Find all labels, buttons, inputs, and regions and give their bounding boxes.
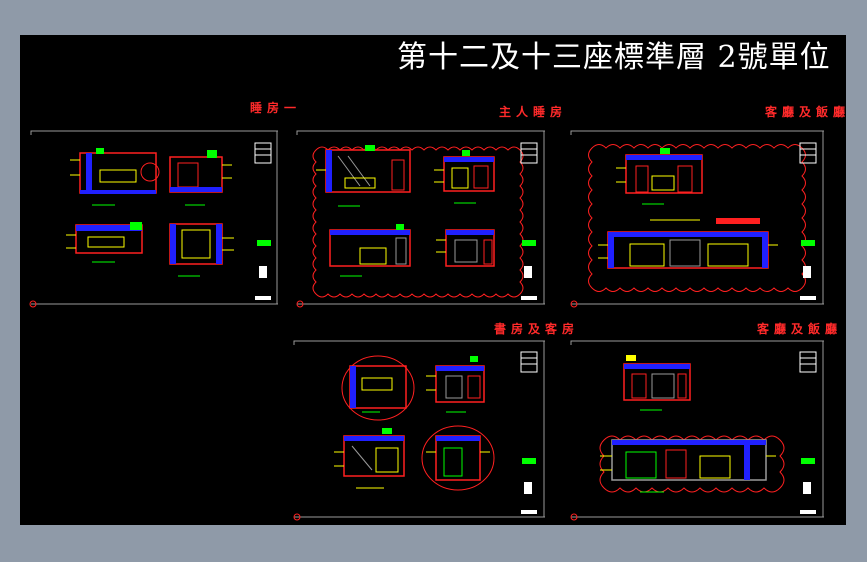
elevation-group-master-bedroom [316, 142, 538, 300]
elevation-group-study-guest [334, 351, 538, 514]
sheet-title-living-dining-2: 客廳及飯廳 [757, 322, 843, 336]
sheet-frame-master-bedroom [296, 130, 545, 308]
drawing-title: 第十二及十三座標準層 2號單位 [397, 40, 831, 75]
sheet-frame-bedroom-1 [29, 130, 278, 308]
sheet-title-bedroom-1: 睡房一 [250, 101, 302, 115]
sheet-title-master-bedroom: 主人睡房 [499, 105, 568, 119]
revision-cloud-living-1 [588, 144, 806, 292]
sheet-frame-study-guest [293, 340, 545, 521]
revision-cloud-master [312, 146, 524, 298]
elevation-group-living-dining-1 [598, 142, 817, 300]
elevation-group-bedroom-1 [66, 142, 272, 300]
sheet-frame-living-dining-1 [570, 130, 824, 308]
sheet-title-living-dining-1: 客廳及飯廳 [765, 105, 851, 119]
elevation-group-living-dining-2 [599, 351, 817, 514]
sheet-title-study-guest: 書房及客房 [494, 322, 580, 336]
sheet-frame-living-dining-2 [570, 340, 824, 521]
